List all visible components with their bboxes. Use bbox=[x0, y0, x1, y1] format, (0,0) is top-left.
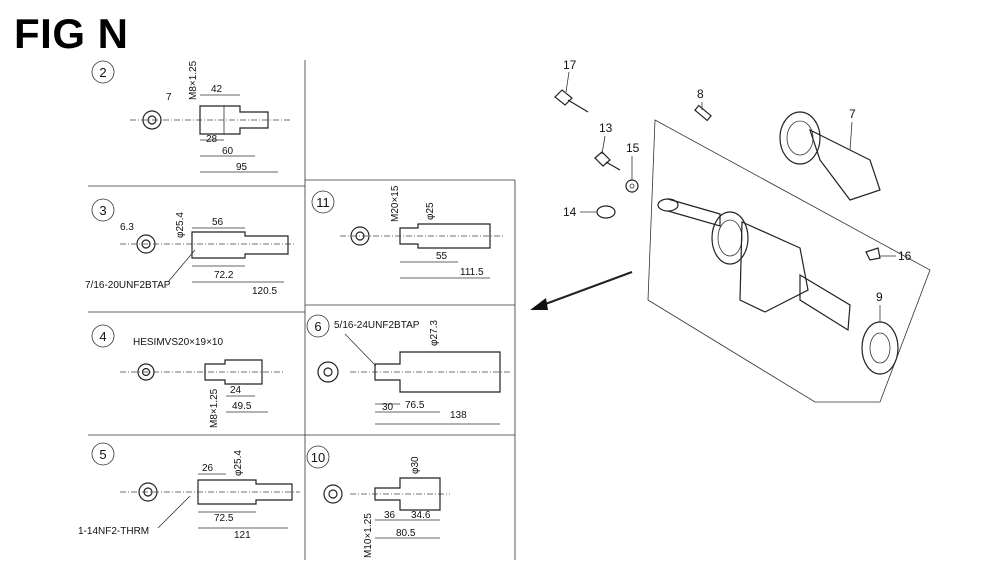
part-label-13: 13 bbox=[599, 121, 613, 135]
part-label-14: 14 bbox=[563, 205, 577, 219]
note-6: 5/16-24UNF2BTAP bbox=[334, 320, 420, 331]
note-4: HESIMVS20×19×10 bbox=[133, 337, 223, 348]
panel-grid bbox=[88, 60, 516, 560]
callout-circle-6 bbox=[306, 314, 330, 338]
dim-2-a: 7 bbox=[166, 92, 172, 103]
dim-5-d: 121 bbox=[234, 530, 251, 541]
callout-circle-4 bbox=[91, 324, 115, 348]
part-label-9: 9 bbox=[876, 290, 883, 304]
pointer-arrow bbox=[530, 271, 633, 310]
dim-10-b: 36 bbox=[384, 510, 396, 521]
dim-2-f: 95 bbox=[236, 162, 248, 173]
dim-11-d: 111.5 bbox=[460, 267, 484, 278]
callout-circle-5 bbox=[91, 442, 115, 466]
variant-6: 6 5/16-24UNF2BTAP φ27.3 30 76.5 138 bbox=[306, 314, 510, 425]
dim-4-a: 24 bbox=[230, 385, 242, 396]
callout-circle-11 bbox=[311, 190, 335, 214]
dim-3-c: 56 bbox=[212, 217, 224, 228]
dim-3-e: 120.5 bbox=[252, 286, 277, 297]
dim-5-c: 72.5 bbox=[214, 513, 234, 524]
callout-circle-10 bbox=[306, 445, 330, 469]
dim-4-c: M8×1.25 bbox=[209, 388, 220, 428]
dim-6-b: 30 bbox=[382, 402, 394, 413]
dim-2-b: M8×1.25 bbox=[188, 60, 199, 100]
part-label-15: 15 bbox=[626, 141, 640, 155]
crank-web bbox=[739, 221, 809, 313]
dim-11-b: φ25 bbox=[425, 202, 436, 220]
washer-14 bbox=[596, 205, 616, 219]
dim-10-a: φ30 bbox=[410, 456, 421, 474]
crank-gear bbox=[711, 211, 749, 265]
dim-3-a: 6.3 bbox=[120, 222, 134, 233]
note-3: 7/16-20UNF2BTAP bbox=[85, 280, 171, 291]
variant-5: 5 26 φ25.4 72.5 121 1-14NF2-THRM bbox=[78, 442, 300, 541]
dim-5-b: φ25.4 bbox=[233, 450, 244, 476]
callout-circle-3 bbox=[91, 198, 115, 222]
note-5: 1-14NF2-THRM bbox=[78, 526, 149, 537]
callout-6: 6 bbox=[314, 319, 321, 334]
key-16 bbox=[865, 247, 881, 261]
dim-10-c: 34.6 bbox=[411, 510, 431, 521]
dim-11-c: 55 bbox=[436, 251, 448, 262]
callout-10: 10 bbox=[311, 450, 325, 465]
variant-10: 10 φ30 36 34.6 80.5 M10×1.25 bbox=[306, 445, 450, 558]
figure-title: FIG N bbox=[14, 10, 129, 57]
bearing bbox=[861, 321, 899, 375]
washer-15 bbox=[625, 179, 639, 193]
dim-2-e: 60 bbox=[222, 146, 234, 157]
dim-6-d: 138 bbox=[450, 410, 467, 421]
dim-2-d: 28 bbox=[206, 134, 218, 145]
bolt-13 bbox=[594, 151, 611, 167]
callout-11: 11 bbox=[316, 195, 330, 210]
dim-5-a: 26 bbox=[202, 463, 214, 474]
dim-10-d: 80.5 bbox=[396, 528, 416, 539]
dim-6-a: φ27.3 bbox=[429, 320, 440, 346]
dim-4-b: 49.5 bbox=[232, 401, 252, 412]
variant-4: 4 HESIMVS20×19×10 24 49.5 M8×1.25 bbox=[91, 324, 285, 428]
key-8 bbox=[694, 104, 712, 122]
part-label-8: 8 bbox=[697, 87, 704, 101]
dim-11-a: M20×15 bbox=[390, 185, 401, 222]
exploded-view: 17 13 15 14 8 7 16 9 bbox=[554, 58, 931, 403]
part-label-16: 16 bbox=[898, 249, 912, 263]
callout-circle-2 bbox=[91, 60, 115, 84]
callout-4: 4 bbox=[99, 329, 106, 344]
camshaft-gear bbox=[779, 111, 821, 165]
variant-2: 2 7 M8×1.25 42 28 60 95 bbox=[91, 60, 290, 173]
bolt-17 bbox=[554, 89, 573, 106]
variant-3: 3 6.3 φ25.4 56 72.2 120.5 7/16-20UNF2BTA… bbox=[85, 198, 295, 297]
part-label-7: 7 bbox=[849, 107, 856, 121]
callout-2: 2 bbox=[99, 65, 106, 80]
variant-11: 11 M20×15 φ25 55 111.5 bbox=[311, 185, 505, 279]
dim-2-c: 42 bbox=[211, 84, 223, 95]
camshaft-body bbox=[808, 128, 881, 201]
callout-5: 5 bbox=[99, 447, 106, 462]
dim-3-b: φ25.4 bbox=[175, 212, 186, 238]
dim-6-c: 76.5 bbox=[405, 400, 425, 411]
dim-3-d: 72.2 bbox=[214, 270, 234, 281]
dim-10-e: M10×1.25 bbox=[363, 513, 374, 558]
callout-3: 3 bbox=[99, 203, 106, 218]
part-label-17: 17 bbox=[563, 58, 577, 72]
